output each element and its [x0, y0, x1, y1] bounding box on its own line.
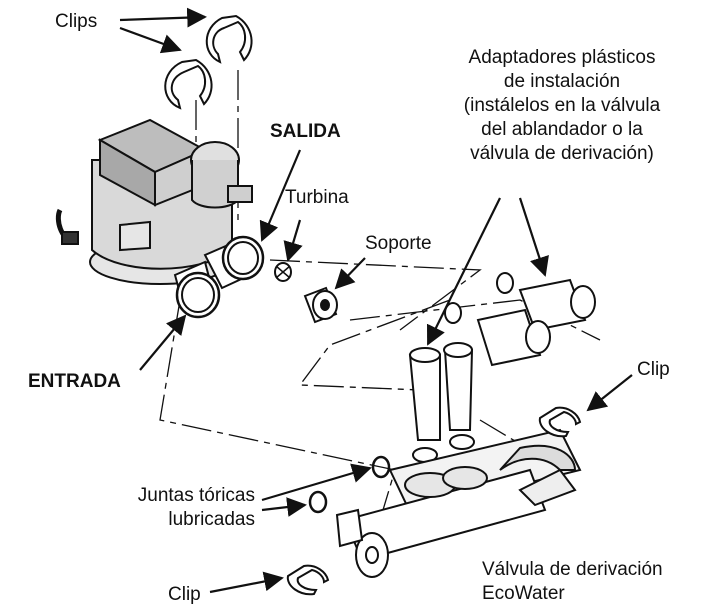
label-turbina: Turbina	[285, 187, 349, 208]
label-adaptadores-line2: de instalación	[503, 71, 621, 92]
label-clip-bottom: Clip	[168, 584, 201, 605]
bypass-clips	[286, 406, 582, 596]
label-valvula: Válvula de derivación EcoWater	[482, 558, 663, 606]
label-juntas: Juntas tóricas lubricadas	[40, 484, 255, 532]
bypass-valve	[335, 428, 582, 578]
o-rings	[308, 455, 391, 514]
label-adaptadores: Adaptadores plásticos de instalación (in…	[420, 46, 704, 166]
label-clip-right: Clip	[637, 359, 670, 380]
label-clips: Clips	[55, 11, 98, 32]
plastic-adapters	[408, 272, 596, 463]
label-adaptadores-line5: válvula de derivación)	[470, 143, 654, 164]
label-adaptadores-line1: Adaptadores plásticos	[468, 47, 656, 68]
support-cylinder	[303, 286, 338, 324]
clip-right	[205, 14, 253, 64]
clip-left	[164, 58, 213, 110]
turbine	[274, 262, 292, 282]
label-juntas-line2: lubricadas	[168, 509, 255, 530]
alignment-lines	[159, 70, 601, 521]
softener-valve	[55, 118, 265, 319]
label-salida: SALIDA	[270, 121, 341, 142]
label-valvula-line2: EcoWater	[482, 583, 565, 604]
label-soporte: Soporte	[365, 233, 432, 254]
top-clips	[164, 14, 253, 110]
label-arrows	[119, 7, 633, 594]
label-entrada: ENTRADA	[28, 371, 121, 392]
clip-bottom-part	[286, 564, 330, 596]
label-adaptadores-line4: del ablandador o la	[481, 119, 643, 140]
label-adaptadores-line3: (instálelos en la válvula	[463, 95, 661, 116]
label-valvula-line1: Válvula de derivación	[482, 559, 663, 580]
label-juntas-line1: Juntas tóricas	[137, 485, 255, 506]
clip-right-part	[538, 406, 582, 438]
